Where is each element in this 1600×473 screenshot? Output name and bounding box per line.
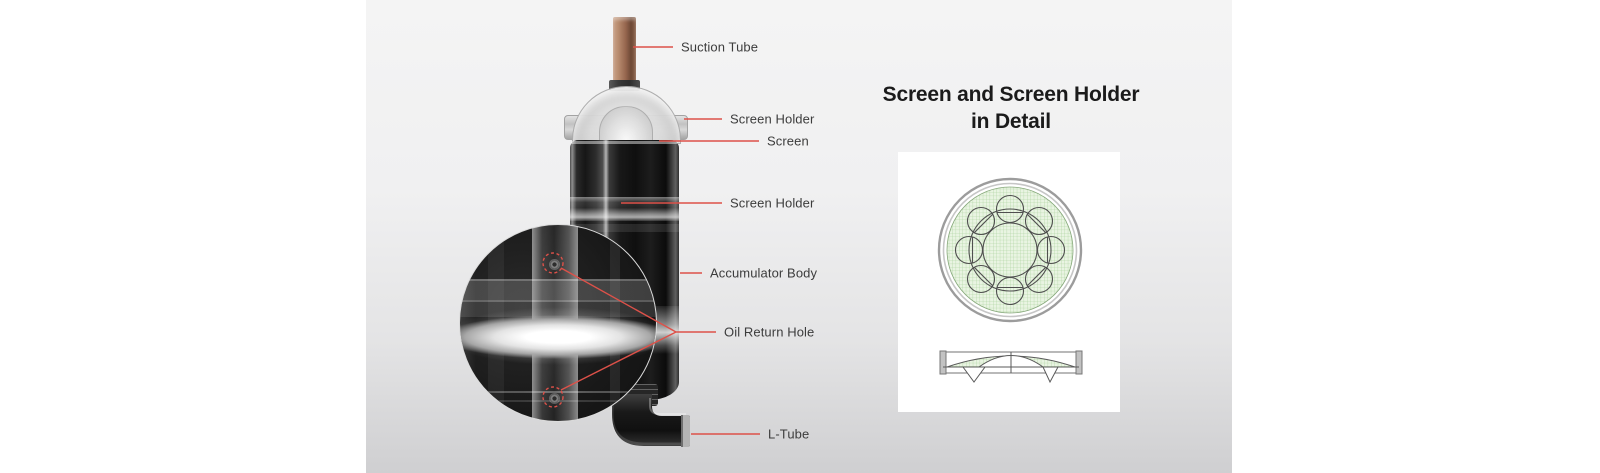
dome-hole-circle (995, 276, 1025, 306)
l-tube-graphic (610, 394, 690, 447)
label-screen-holder-mid: Screen Holder (730, 195, 815, 211)
dome-hole-chord (1026, 213, 1047, 234)
inner-screen-dome-graphic (599, 106, 653, 141)
screen-technical-drawing (937, 177, 1083, 384)
left-leg-tab (962, 366, 986, 383)
detail-title: Screen and Screen Holder in Detail (878, 81, 1144, 135)
l-tube-body (612, 394, 690, 446)
label-accumulator-body: Accumulator Body (710, 265, 818, 281)
side-view-left-cap (939, 350, 947, 375)
tube-collar-graphic (609, 80, 640, 91)
dome-hole-chord (973, 266, 994, 287)
l-tube-inner-highlight (649, 398, 686, 415)
screen-holder-ring-graphic (570, 197, 679, 221)
dome-hole-circle (995, 194, 1025, 224)
detail-drawing-box (898, 152, 1120, 412)
dome-holes-group (954, 194, 1066, 306)
label-l-tube: L-Tube (768, 426, 810, 442)
l-tube-end-cap (681, 415, 690, 447)
dome-hole-circle (966, 206, 996, 236)
screen-top-view (937, 177, 1083, 323)
dome-hole-circle (1036, 235, 1066, 265)
oil-return-hole-marker-bottom (542, 386, 564, 408)
screen-mesh-disc (946, 186, 1074, 314)
l-tube-end-cap-rim (681, 415, 683, 447)
holder-inner-rim (942, 182, 1078, 318)
oil-return-hole-bottom-dot (550, 394, 559, 403)
dome-hole-chord (1026, 266, 1047, 287)
inset-lower-line (464, 391, 652, 393)
dome-hole-circle (966, 264, 996, 294)
oil-surface-graphic (460, 315, 656, 359)
suction-tube-graphic (613, 17, 636, 83)
leader-oil-return-hole (560, 267, 716, 391)
right-leg-tab (1042, 366, 1059, 384)
detail-title-line1: Screen and Screen Holder (882, 83, 1140, 106)
label-oil-return-hole: Oil Return Hole (724, 324, 815, 340)
body-top-rim-highlight (571, 141, 678, 144)
dome-hole-circle (1024, 206, 1054, 236)
label-suction-tube: Suction Tube (681, 39, 759, 55)
hole-ring-circle (968, 208, 1052, 292)
oil-return-hole-top-dot (550, 260, 559, 269)
body-lower-ring-highlight (570, 224, 679, 232)
label-screen: Screen (767, 133, 809, 149)
label-screen-holder-top: Screen Holder (730, 111, 815, 127)
dome-hole-circle (1024, 264, 1054, 294)
oil-return-hole-marker-top (542, 252, 564, 274)
detail-title-line2: in Detail (971, 110, 1051, 133)
dome-hole-circle (954, 235, 984, 265)
screen-side-view (939, 350, 1083, 384)
dome-hole-chord (973, 213, 994, 234)
side-view-right-cap (1075, 350, 1083, 375)
l-tube-outer-highlight (610, 396, 686, 446)
